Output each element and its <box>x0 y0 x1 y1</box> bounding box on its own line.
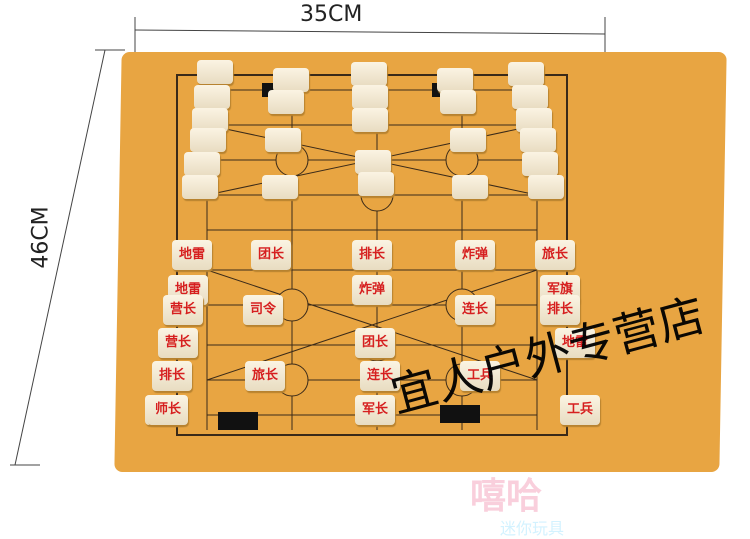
face-down-piece[interactable] <box>265 128 301 152</box>
piece[interactable]: 排长 <box>352 240 392 270</box>
piece[interactable]: 旅长 <box>245 361 285 391</box>
face-down-piece[interactable] <box>512 85 548 109</box>
piece[interactable]: 师长 <box>148 395 188 425</box>
piece[interactable]: 团长 <box>251 240 291 270</box>
piece[interactable]: 炸弹 <box>455 240 495 270</box>
face-down-piece[interactable] <box>355 150 391 174</box>
face-down-piece[interactable] <box>522 152 558 176</box>
face-down-piece[interactable] <box>358 172 394 196</box>
piece[interactable]: 营长 <box>163 295 203 325</box>
face-down-piece[interactable] <box>520 128 556 152</box>
piece[interactable]: 工兵 <box>560 395 600 425</box>
face-down-piece[interactable] <box>437 68 473 92</box>
height-arrow <box>10 49 125 466</box>
piece[interactable]: 地雷 <box>555 328 595 358</box>
piece[interactable]: 团长 <box>355 328 395 358</box>
width-arrow <box>134 17 606 52</box>
face-down-piece[interactable] <box>352 85 388 109</box>
face-down-piece[interactable] <box>182 175 218 199</box>
piece[interactable]: 司令 <box>243 295 283 325</box>
piece[interactable]: 军长 <box>355 395 395 425</box>
face-down-piece[interactable] <box>528 175 564 199</box>
bottom-headquarters-right <box>440 405 480 423</box>
face-down-piece[interactable] <box>351 62 387 86</box>
face-down-piece[interactable] <box>190 128 226 152</box>
piece[interactable]: 营长 <box>158 328 198 358</box>
piece[interactable]: 排长 <box>152 361 192 391</box>
brand-logo-sub: 迷你玩具 <box>500 519 565 538</box>
face-down-piece[interactable] <box>508 62 544 86</box>
face-down-piece[interactable] <box>262 175 298 199</box>
face-down-piece[interactable] <box>440 90 476 114</box>
face-down-piece[interactable] <box>184 152 220 176</box>
piece[interactable]: 炸弹 <box>352 275 392 305</box>
piece[interactable]: 排长 <box>540 295 580 325</box>
face-down-piece[interactable] <box>450 128 486 152</box>
bottom-headquarters-left <box>218 412 258 430</box>
piece[interactable]: 连长 <box>360 361 400 391</box>
face-down-piece[interactable] <box>352 108 388 132</box>
brand-logo: 嘻哈 <box>470 476 543 517</box>
face-down-piece[interactable] <box>268 90 304 114</box>
piece[interactable]: 工兵 <box>460 361 500 391</box>
piece[interactable]: 连长 <box>455 295 495 325</box>
piece[interactable]: 旅长 <box>535 240 575 270</box>
width-dimension-label: 35CM <box>300 2 363 27</box>
face-down-piece[interactable] <box>197 60 233 84</box>
face-down-piece[interactable] <box>273 68 309 92</box>
face-down-piece[interactable] <box>452 175 488 199</box>
piece[interactable]: 地雷 <box>172 240 212 270</box>
face-down-piece[interactable] <box>194 85 230 109</box>
